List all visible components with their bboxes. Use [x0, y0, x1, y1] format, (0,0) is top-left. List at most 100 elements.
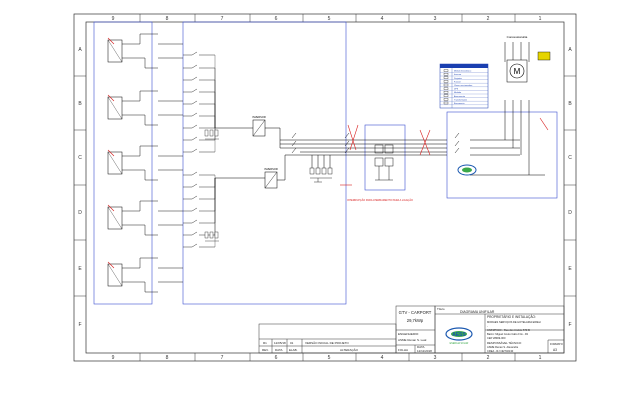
inverter-2: INVERSOR: [264, 167, 278, 189]
string-switch: [183, 178, 216, 188]
string-switch: [183, 64, 216, 128]
frame-ticks: [74, 14, 576, 361]
col-label-top: 9: [112, 16, 115, 22]
legend-symbol: [443, 94, 449, 97]
junction-box: [364, 124, 406, 191]
legend-row-label: Módulo fotovoltaico: [454, 70, 472, 73]
col-label-top: 7: [221, 16, 224, 22]
string-switch: [183, 178, 216, 236]
row-label-left: D: [78, 210, 82, 216]
col-label-top: 4: [381, 16, 384, 22]
company-logo: [457, 164, 477, 176]
legend-symbol: [443, 76, 449, 79]
legend-row-label: Disjuntor: [454, 77, 462, 80]
pv-string: [107, 90, 183, 126]
row-label-right: A: [568, 47, 572, 53]
logo-subtext: ENERGIA SOLAR: [450, 342, 469, 345]
col-label-top: 2: [487, 16, 490, 22]
row-label-right: D: [568, 210, 572, 216]
pv-string: [107, 257, 183, 293]
owner-heading: PROPRIETÁRIO E INSTALAÇÃO:: [487, 314, 536, 319]
rev-value: R1: [263, 341, 267, 345]
owner-line: -: [487, 325, 488, 328]
legend-row-label: Aterramento: [454, 95, 466, 98]
pv-strings: [107, 33, 183, 293]
row-label-right: C: [568, 155, 572, 161]
date-header: DATA: [275, 348, 283, 352]
logo-text: AESS: [452, 332, 466, 338]
inner-border: [85, 21, 565, 354]
dps-group: [309, 167, 333, 183]
rev-code-value: 01: [290, 341, 294, 345]
rev-description: VERSÃO INICIAL DE PROJETO: [305, 340, 349, 345]
col-label-bottom: 7: [221, 355, 224, 361]
col-label-top: 1: [539, 16, 542, 22]
title-block-logo: AESS ENERGIA SOLAR: [445, 327, 473, 345]
col-label-bottom: 5: [328, 355, 331, 361]
pv-string: [107, 33, 183, 69]
warning-plate: [537, 51, 551, 61]
string-switch: [183, 178, 216, 212]
concessionaria-label: Concessionária: [507, 35, 528, 39]
outer-border: [73, 13, 577, 362]
owner-line: CNPJ/PI/CO - Rua dos Andrés 570 B: [487, 328, 530, 332]
engineer-label: ENGENHEIRO:: [398, 332, 419, 336]
rev-date-value: 12/05/18: [274, 341, 286, 345]
meter-label: M: [514, 67, 521, 76]
date-value: 12/11/2018: [417, 349, 432, 353]
legend-symbol: [443, 87, 449, 90]
inverter-label: INVERSOR: [264, 167, 278, 171]
code-header: ELAB.: [289, 348, 298, 352]
legend-symbol: [443, 91, 449, 94]
inverter-label: INVERSOR: [252, 115, 266, 119]
title-block: [258, 305, 565, 354]
row-label-left: F: [78, 322, 81, 328]
legend-table: Módulo fotovoltaicoInversorDisjuntorFusí…: [439, 63, 489, 109]
col-label-bottom: 2: [487, 355, 490, 361]
fuse-block: [204, 129, 219, 140]
owner-line: Bairro: Miguel Couto Cabo Frio - RJ: [487, 332, 529, 336]
legend-symbol: [443, 98, 449, 101]
row-label-right: F: [568, 322, 571, 328]
row-label-left: B: [78, 101, 82, 107]
legend-symbol: [443, 80, 449, 83]
col-label-bottom: 6: [275, 355, 278, 361]
red-note: INTERRUPÇÃO PARA ATERRAMENTO PARA A LIGA…: [347, 199, 413, 202]
legend-symbol: [443, 83, 449, 87]
resp-line: CREA - RJ 192740130: [487, 349, 514, 353]
string-switch: [183, 178, 216, 200]
string-switch: [183, 100, 216, 128]
col-label-bottom: 9: [112, 355, 115, 361]
row-label-right: B: [568, 101, 572, 107]
col-label-top: 8: [166, 16, 169, 22]
string-switch: [183, 112, 216, 128]
inverter-box: [182, 21, 347, 305]
energy-meter: M: [506, 59, 528, 83]
owner-line: CEP 28909-000: [487, 336, 506, 340]
col-label-top: 5: [328, 16, 331, 22]
legend-row-label: Transformador: [454, 99, 467, 101]
string-switch: [183, 51, 216, 128]
sheet-label: FOLHA: [398, 348, 408, 352]
fuse-block: [204, 231, 219, 242]
legend-row-label: Chave seccionadora: [454, 85, 473, 87]
row-label-left: A: [78, 47, 82, 53]
row-label-right: E: [568, 266, 572, 272]
owner-line: MORAES SERVIÇOS DE HOTELARIA EIRELI: [487, 320, 541, 324]
string-switch: [183, 88, 216, 128]
format-value: A3: [553, 348, 557, 352]
system-power: 29,7kWp: [407, 318, 424, 323]
legend-symbol: [443, 101, 449, 105]
legend-symbol: [443, 69, 449, 72]
row-label-left: E: [78, 266, 82, 272]
main-wiring: [215, 42, 545, 181]
pv-string: [107, 200, 183, 236]
resp-line: ASME Renan S. Alexandre: [487, 345, 519, 349]
legend-symbol: [443, 73, 449, 76]
rev-header: REV.: [262, 348, 269, 352]
string-switch: [183, 76, 216, 128]
col-label-bottom: 1: [539, 355, 542, 361]
transformer-group: [374, 144, 394, 181]
red-marks: [107, 37, 549, 269]
inverter-switches: [183, 51, 219, 248]
